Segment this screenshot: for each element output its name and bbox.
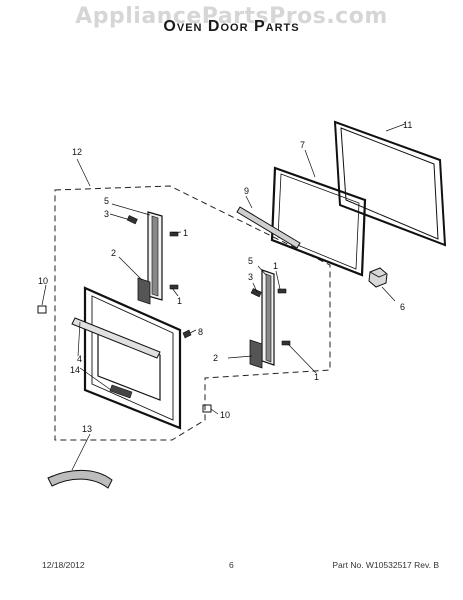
glass-gasket-strip xyxy=(236,206,301,249)
callout-7: 7 xyxy=(300,140,305,150)
left-hinge-assembly xyxy=(137,211,163,305)
callout-6: 6 xyxy=(400,302,405,312)
callout-leaders xyxy=(41,123,406,471)
inner-glass-pack xyxy=(270,166,367,277)
callout-8: 8 xyxy=(198,327,203,337)
hole-plug-right xyxy=(202,404,212,413)
callout-5-left: 5 xyxy=(104,196,109,206)
footer-date: 12/18/2012 xyxy=(42,560,85,570)
callout-11: 11 xyxy=(403,120,412,130)
door-latch-block xyxy=(368,267,388,288)
callout-1-bottom-right: 1 xyxy=(314,372,319,382)
callout-12: 12 xyxy=(72,147,82,157)
callout-10-right: 10 xyxy=(220,410,230,420)
callout-2-right: 2 xyxy=(213,353,218,363)
door-bottom-trim xyxy=(47,469,113,489)
hinge-screws xyxy=(126,215,291,346)
footer-page-number: 6 xyxy=(229,560,234,570)
callout-2-left: 2 xyxy=(111,248,116,258)
outer-door-panel xyxy=(333,120,447,247)
callout-1-top-left: 1 xyxy=(183,228,188,238)
callout-3-left: 3 xyxy=(104,209,109,219)
watermark: AppliancePartsPros.com xyxy=(75,4,388,29)
diagram-title: Oven Door Parts xyxy=(163,18,300,35)
inner-door-liner xyxy=(71,286,182,430)
callout-5-right: 5 xyxy=(248,256,253,266)
footer-part-number: Part No. W10532517 Rev. B xyxy=(332,560,439,570)
callout-4: 4 xyxy=(77,354,82,364)
callout-1-mid-left: 1 xyxy=(177,296,182,306)
callout-13: 13 xyxy=(82,424,92,434)
callout-14: 14 xyxy=(70,365,80,375)
hole-plug-left xyxy=(37,305,47,314)
door-assembly-outline xyxy=(54,185,331,441)
callout-9: 9 xyxy=(244,186,249,196)
callout-10-left: 10 xyxy=(38,276,48,286)
callout-1-top-right: 1 xyxy=(273,261,278,271)
callout-3-right: 3 xyxy=(248,272,253,282)
